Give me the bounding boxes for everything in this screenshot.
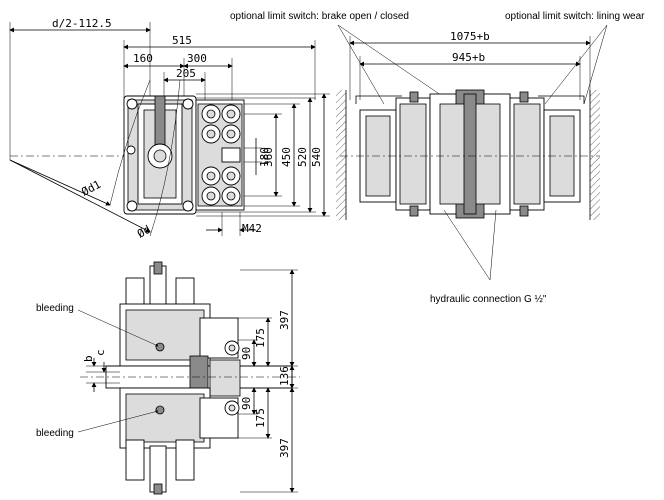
dim-397-bottom: 397 (278, 438, 291, 458)
dim-205: 205 (176, 67, 196, 80)
dim-90-top: 90 (240, 347, 253, 360)
dim-d-offset: d/2-112.5 (52, 17, 112, 30)
label-hydraulic-connection: hydraulic connection G ½" (430, 294, 547, 305)
dim-360: 360 (262, 147, 275, 167)
dim-160: 160 (133, 52, 153, 65)
dim-175-top: 175 (254, 328, 267, 348)
dim-c: c (94, 349, 107, 356)
dim-d1: Ød1 (79, 178, 103, 199)
dim-b: b (82, 355, 95, 362)
dim-450: 450 (280, 147, 293, 167)
dim-136: 136 (278, 366, 291, 386)
bottom-view: bleeding bleeding b c 397 136 397 175 90… (36, 261, 300, 495)
label-limit-switch-lining-wear: optional limit switch: lining wear (505, 11, 645, 22)
top-right-view: optional limit switch: brake open / clos… (230, 11, 645, 305)
label-limit-switch-open-closed: optional limit switch: brake open / clos… (230, 11, 409, 22)
dim-180: 180 (258, 147, 271, 167)
dim-520: 520 (296, 147, 309, 167)
dim-m42: M42 (242, 222, 262, 235)
dim-d: Ød (135, 223, 153, 241)
label-bleeding-bottom: bleeding (36, 428, 74, 439)
dim-1075-b: 1075+b (450, 30, 490, 43)
dim-397-top: 397 (278, 310, 291, 330)
dim-175-bottom: 175 (254, 408, 267, 428)
dim-90-bottom: 90 (240, 397, 253, 410)
dim-300: 300 (187, 52, 207, 65)
top-left-view: d/2-112.5 515 160 300 205 (9, 17, 330, 241)
dim-540: 540 (310, 147, 323, 167)
dim-515: 515 (172, 34, 192, 47)
dim-945-b: 945+b (452, 51, 485, 64)
label-bleeding-top: bleeding (36, 303, 74, 314)
